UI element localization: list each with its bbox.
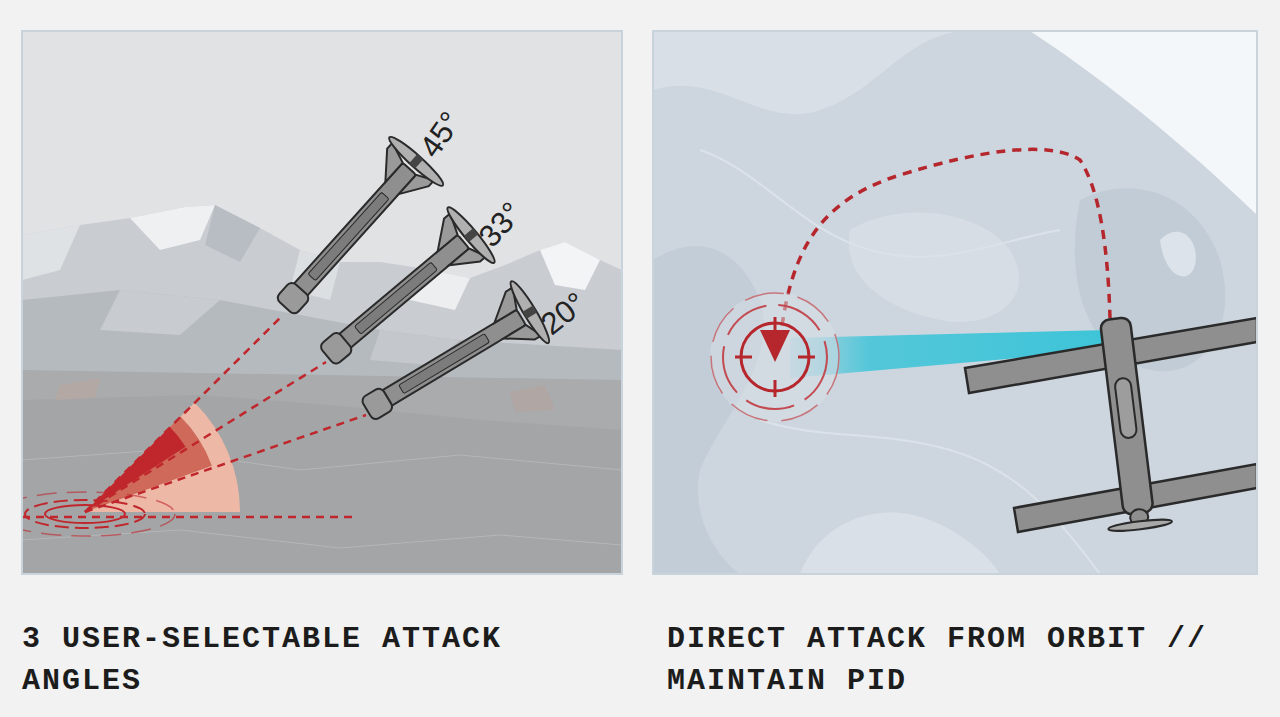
- drone-45: [258, 133, 447, 331]
- panel-frame: [653, 31, 1257, 574]
- panel-caption: DIRECT ATTACK FROM ORBIT // MAINTAIN PID: [667, 618, 1237, 702]
- terrain-scene: [22, 31, 622, 574]
- map-scene: [653, 31, 1257, 574]
- panel-frame: [22, 31, 622, 574]
- panel-caption: 3 USER-SELECTABLE ATTACK ANGLES: [22, 618, 592, 702]
- drone-20: [348, 278, 553, 441]
- drone-top-view: [965, 315, 1257, 533]
- target-reticle: [710, 292, 840, 422]
